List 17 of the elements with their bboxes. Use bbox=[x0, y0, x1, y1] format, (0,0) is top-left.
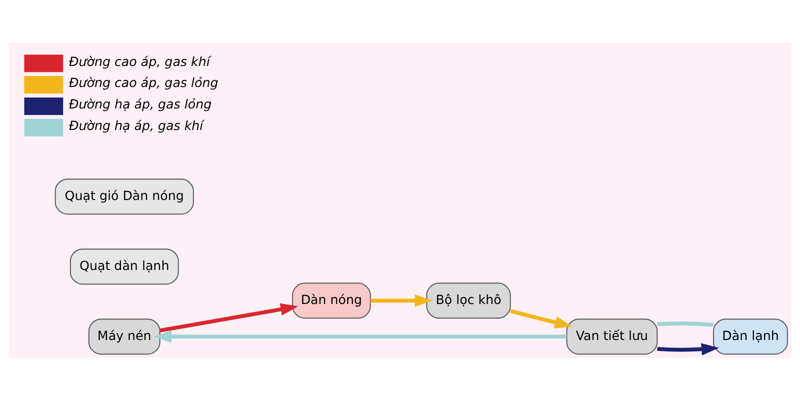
legend-label: Đường hạ áp, gas lỏng bbox=[68, 96, 212, 112]
node-box: Quạt gió Dàn nóng bbox=[54, 178, 194, 214]
arrow bbox=[154, 330, 567, 342]
connector bbox=[657, 321, 714, 326]
node-box: Máy nén bbox=[88, 318, 160, 354]
arrow bbox=[657, 342, 720, 355]
legend-label: Đường cao áp, gas khí bbox=[68, 53, 210, 68]
arrow bbox=[510, 308, 572, 328]
arrow bbox=[370, 294, 432, 306]
legend-label: Đường hạ áp, gas khí bbox=[68, 117, 204, 132]
node-box: Quạt dàn lạnh bbox=[70, 248, 179, 284]
node-box: Bộ lọc khô bbox=[426, 282, 511, 318]
arrow bbox=[160, 302, 298, 332]
legend-label: Đường cao áp, gas lỏng bbox=[68, 74, 218, 90]
node-box: Dàn nóng bbox=[292, 282, 371, 318]
node-box: Van tiết lưu bbox=[566, 318, 658, 354]
node-box: Dàn lạnh bbox=[713, 318, 788, 354]
